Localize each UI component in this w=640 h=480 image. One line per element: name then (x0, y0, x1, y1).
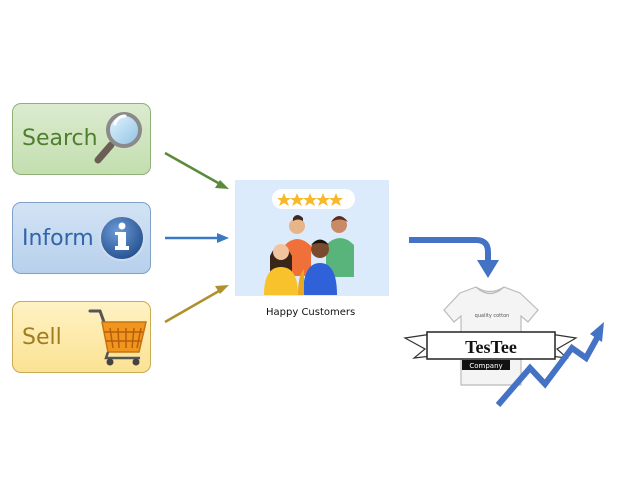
testee-banner: TesTee Company (403, 331, 578, 370)
magnifier-icon (94, 112, 142, 164)
growth-arrow-icon (495, 322, 604, 407)
inform-label: Inform (22, 226, 94, 251)
sell-box: Sell (12, 301, 151, 373)
info-icon (99, 215, 145, 261)
company-label: Company (469, 362, 502, 370)
shirt-text: quality cotton (475, 313, 510, 319)
search-arrow (164, 151, 229, 189)
sell-label: Sell (22, 325, 62, 350)
happy-customers-illustration (264, 189, 355, 295)
sell-arrow (164, 285, 229, 324)
inform-arrow (165, 233, 229, 243)
happy-customers-caption: Happy Customers (266, 307, 356, 318)
flow-arrow (409, 237, 499, 278)
search-label: Search (22, 126, 98, 151)
brand-name: TesTee (465, 337, 517, 357)
rating-stars (277, 193, 343, 206)
shopping-cart-icon (88, 309, 147, 366)
